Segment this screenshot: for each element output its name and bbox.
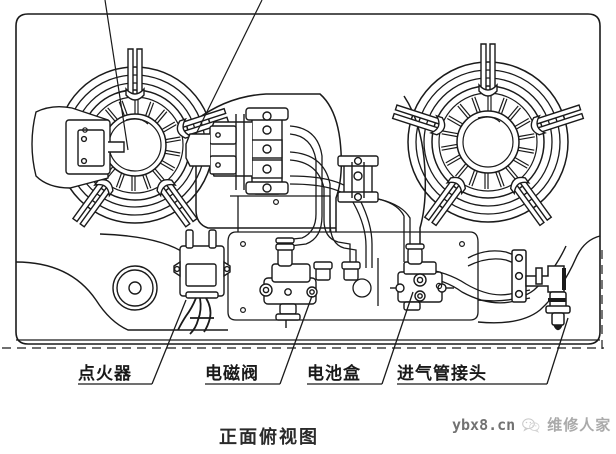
- callout-leader-lines: [78, 291, 569, 385]
- igniter-wiring: [177, 297, 214, 335]
- igniter-unit: [173, 229, 231, 299]
- gas-manifold-block: [185, 107, 289, 195]
- control-knob: [112, 265, 158, 311]
- battery-box-panel-outline: [352, 258, 379, 306]
- battery-box-unit: [390, 243, 454, 311]
- burner-right-flame-ports: [441, 95, 535, 189]
- solenoid-valve-inlet-pipes: [313, 261, 361, 281]
- burner-right: [407, 61, 569, 223]
- solenoid-valve-unit: [259, 237, 318, 328]
- intake-connector-shading: [548, 268, 566, 302]
- cooktop-body-outline: [15, 13, 601, 345]
- top-leader-lines: [104, 0, 263, 151]
- cooktop-front-dashed-edge: [2, 250, 604, 350]
- left-burner-electrode-bracket: [31, 105, 125, 189]
- burner-right-pan-supports: [391, 43, 585, 227]
- right-manifold-block: [337, 155, 379, 203]
- panel-screws: [82, 127, 466, 314]
- intake-pipe-connector: [511, 249, 571, 331]
